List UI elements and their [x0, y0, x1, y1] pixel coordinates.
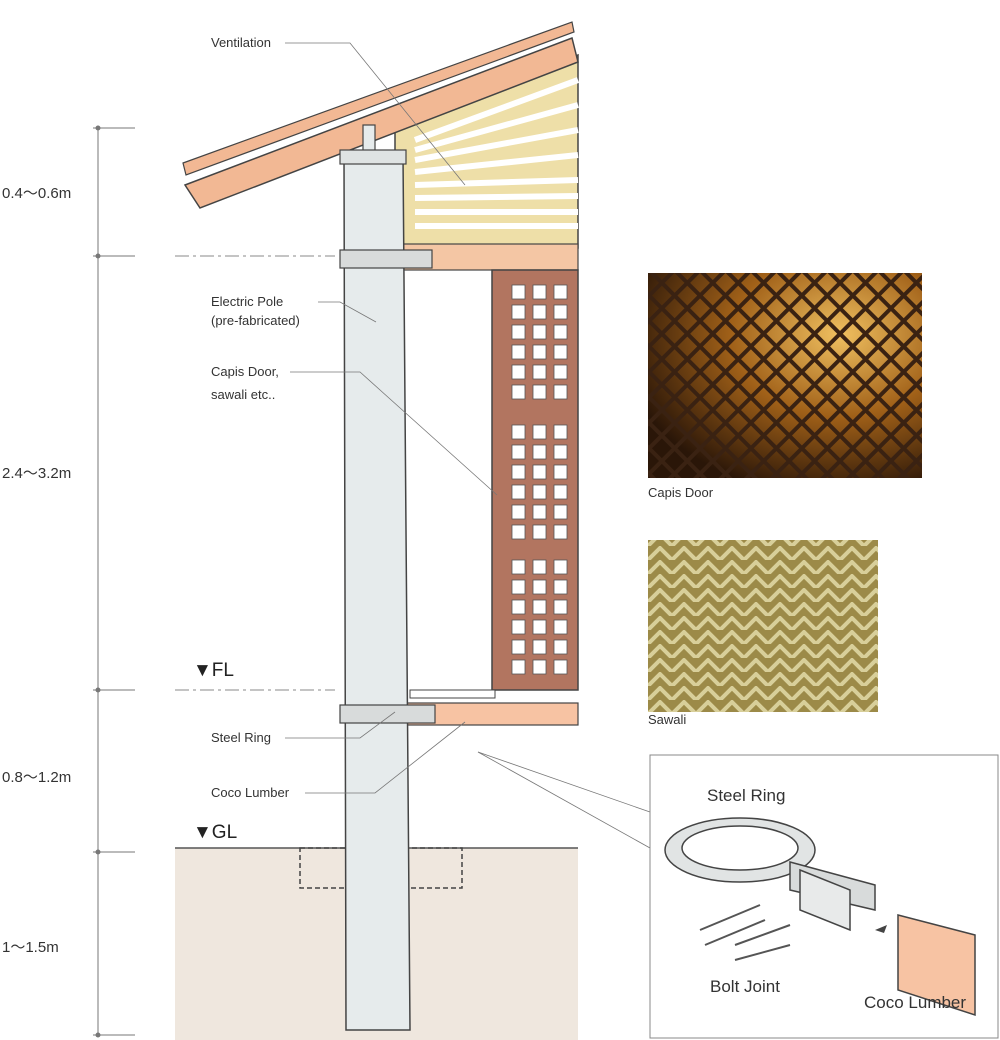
door-pane: [553, 659, 568, 675]
door-pane: [532, 284, 547, 300]
door-pane: [553, 384, 568, 400]
door-pane: [511, 284, 526, 300]
door-pane: [511, 444, 526, 460]
floor-level-marker: ▼FL: [193, 660, 234, 681]
door-pane: [511, 464, 526, 480]
detail-label-coco-lumber: Coco Lumber: [864, 993, 967, 1012]
capis-door-photo: [648, 273, 922, 478]
door-pane: [532, 484, 547, 500]
door-pane: [532, 579, 547, 595]
door-pane: [511, 599, 526, 615]
door-pane: [532, 639, 547, 655]
door-pane: [532, 364, 547, 380]
caption-capis-door: Capis Door: [648, 485, 714, 500]
door-pane: [511, 344, 526, 360]
label-electric-pole: Electric Pole: [211, 294, 284, 309]
detail-label-bolt-joint: Bolt Joint: [710, 977, 780, 996]
door-pane: [553, 364, 568, 380]
ground-level-marker: ▼GL: [193, 822, 238, 843]
dimension-wall: 2.4〜3.2m: [2, 465, 72, 482]
door-pane: [511, 579, 526, 595]
door-pane: [532, 464, 547, 480]
coco-lumber-detail: [897, 914, 976, 1017]
door-pane: [553, 344, 568, 360]
steel-ring-upper: [339, 249, 433, 269]
door-pane: [532, 444, 547, 460]
electric-pole: [343, 154, 411, 1031]
detail-label-steel-ring: Steel Ring: [707, 786, 786, 805]
door-pane: [532, 619, 547, 635]
door-pane: [511, 384, 526, 400]
steel-ring-detail: [664, 817, 876, 932]
door-pane: [553, 524, 568, 540]
door-pane: [511, 304, 526, 320]
door-pane: [553, 304, 568, 320]
door-pane: [553, 619, 568, 635]
door-pane: [532, 599, 547, 615]
door-pane: [553, 464, 568, 480]
door-pane: [511, 484, 526, 500]
door-pane: [553, 599, 568, 615]
label-capis-door-sub: sawali etc..: [211, 387, 276, 402]
door-pane: [511, 619, 526, 635]
dimension-foundation: 1〜1.5m: [2, 939, 59, 956]
door-pane: [532, 384, 547, 400]
door-pane: [553, 424, 568, 440]
label-steel-ring: Steel Ring: [211, 730, 271, 745]
door-pane: [553, 324, 568, 340]
label-ventilation: Ventilation: [211, 35, 271, 50]
door-pane: [532, 324, 547, 340]
door-pane: [511, 659, 526, 675]
door-pane: [553, 484, 568, 500]
door-pane: [532, 504, 547, 520]
label-capis-door: Capis Door,: [211, 364, 279, 379]
door-pane: [511, 424, 526, 440]
door-pane: [532, 559, 547, 575]
label-coco-lumber: Coco Lumber: [211, 785, 290, 800]
sawali-photo: [648, 540, 878, 712]
dimension-roof: 0.4〜0.6m: [2, 185, 72, 202]
dimension-line: [93, 127, 135, 1036]
steel-ring-lower: [339, 704, 436, 724]
roof: [183, 36, 579, 209]
door-pane: [511, 559, 526, 575]
door-pane: [553, 284, 568, 300]
door-pane: [553, 504, 568, 520]
door-pane: [553, 559, 568, 575]
door-pane: [511, 524, 526, 540]
door-pane: [553, 579, 568, 595]
label-electric-pole-sub: (pre-fabricated): [211, 313, 300, 328]
door-pane: [511, 504, 526, 520]
door-pane: [553, 639, 568, 655]
door-pane: [532, 424, 547, 440]
door-pane: [532, 304, 547, 320]
door-pane: [553, 444, 568, 460]
door-pane: [532, 524, 547, 540]
caption-sawali: Sawali: [648, 712, 687, 727]
door-pane: [532, 659, 547, 675]
door-pane: [511, 639, 526, 655]
level-lines: [175, 255, 335, 691]
dimension-floor: 0.8〜1.2m: [2, 769, 72, 786]
door-pane: [511, 324, 526, 340]
door-pane: [511, 364, 526, 380]
door-pane: [532, 344, 547, 360]
